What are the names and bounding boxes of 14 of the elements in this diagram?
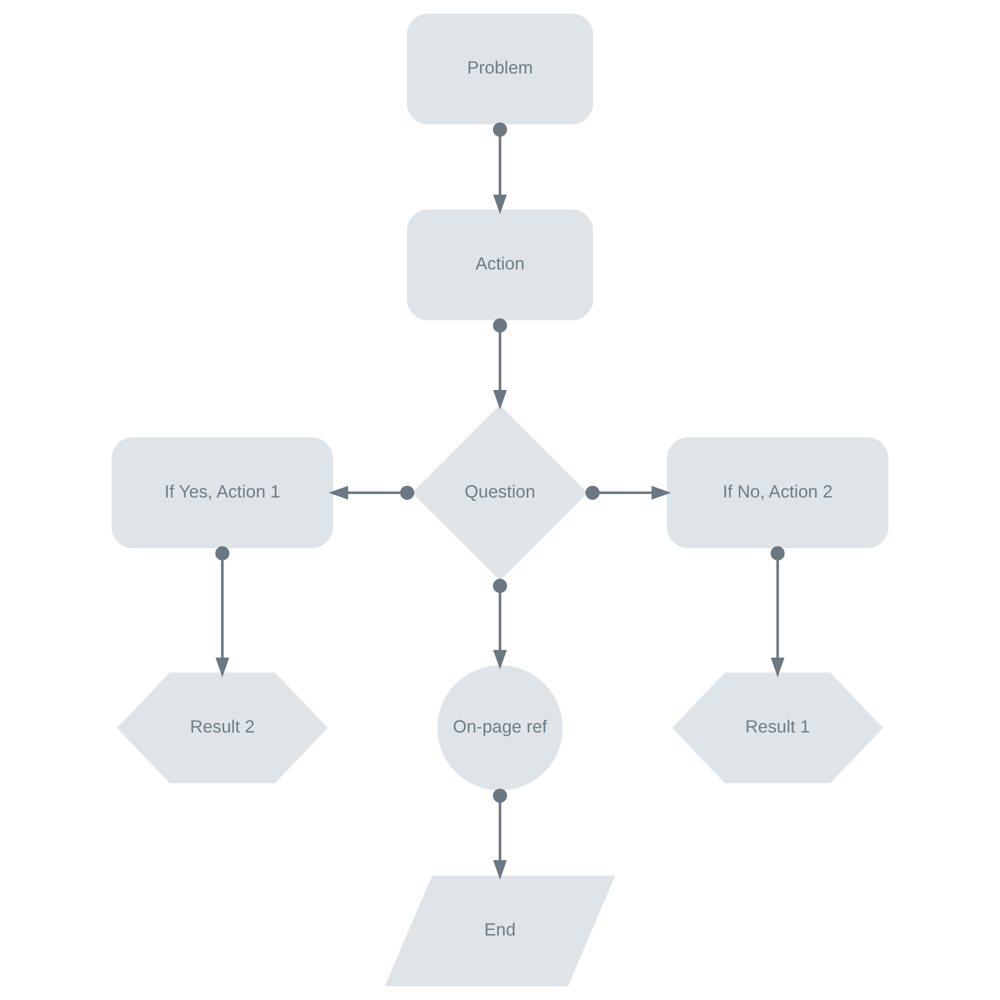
arrow [328, 486, 414, 500]
node-diamond: Question [412, 404, 588, 581]
arrow [492, 122, 508, 214]
arrow [585, 486, 672, 500]
node-box: Problem [406, 14, 594, 124]
arrow [492, 788, 508, 880]
arrow [215, 546, 230, 678]
arrow [492, 318, 508, 410]
node-box: Action [406, 210, 594, 320]
node-circle: On-page ref [437, 665, 563, 791]
arrow [770, 546, 785, 678]
arrow [492, 578, 508, 670]
node-box: If Yes, Action 1 [112, 437, 334, 548]
node-box: If No, Action 2 [666, 437, 888, 548]
